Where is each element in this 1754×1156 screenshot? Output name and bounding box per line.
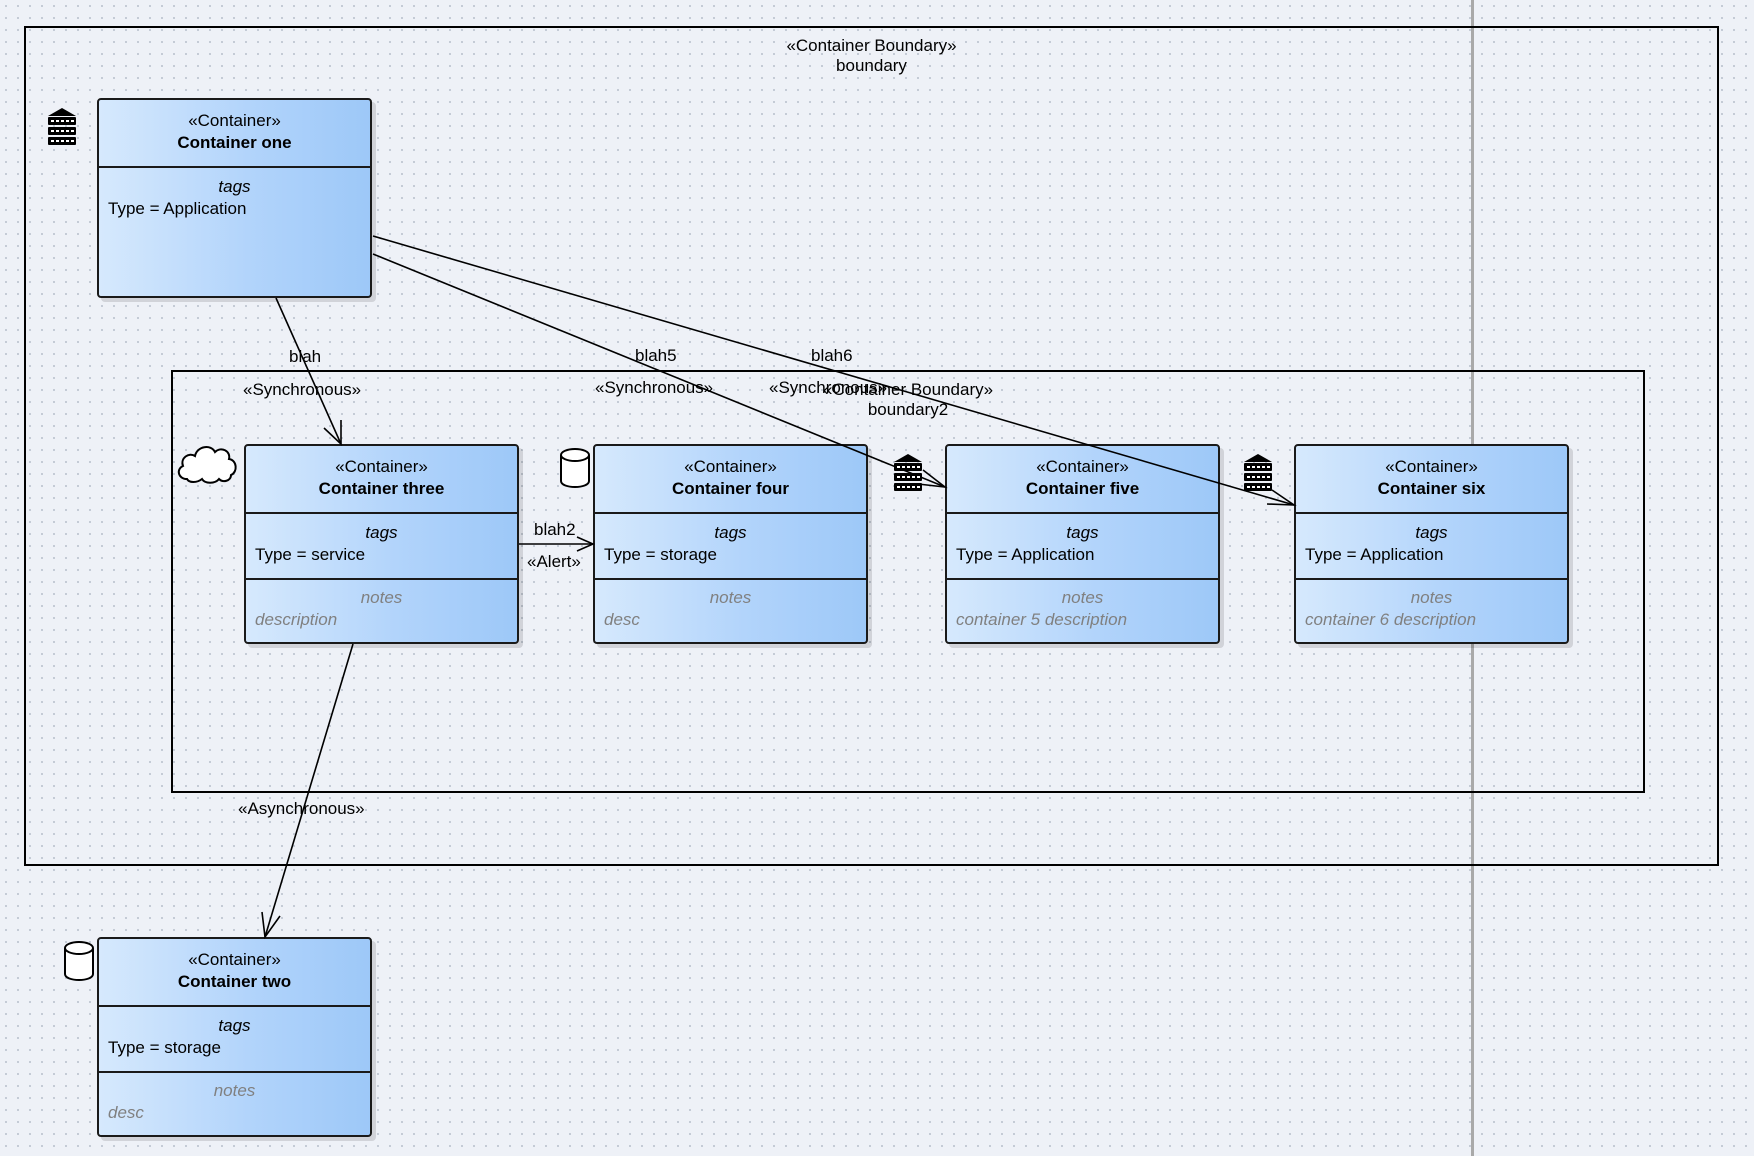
edge-blah2-stereotype: «Alert» bbox=[527, 552, 581, 571]
container-three-tags-title: tags bbox=[365, 523, 398, 542]
edge-blah6-name: blah6 bbox=[811, 346, 853, 365]
edge-async-stereotype: «Asynchronous» bbox=[238, 799, 365, 818]
container-four-tags: tags Type = storage bbox=[595, 514, 866, 578]
container-one-name: Container one bbox=[177, 133, 292, 152]
container-two-stereotype: «Container» bbox=[188, 950, 281, 969]
edge-blah5-name: blah5 bbox=[635, 346, 677, 365]
container-two-type: Type = storage bbox=[108, 1038, 221, 1057]
container-six-type: Type = Application bbox=[1305, 545, 1444, 564]
container-four-notes: notes desc bbox=[595, 578, 866, 631]
edge-blah[interactable] bbox=[275, 297, 342, 446]
outer-boundary-stereotype: «Container Boundary» bbox=[786, 36, 957, 55]
container-five-type: Type = Application bbox=[956, 545, 1095, 564]
container-four-notes-title: notes bbox=[709, 588, 752, 607]
container-three-name: Container three bbox=[318, 479, 445, 498]
container-two-notes-title: notes bbox=[213, 1081, 256, 1100]
container-five-notes-text: container 5 description bbox=[956, 610, 1128, 629]
container-four-name: Container four bbox=[671, 479, 790, 498]
inner-boundary-name: boundary2 bbox=[867, 400, 949, 419]
container-two-header: «Container» Container two bbox=[99, 939, 370, 1007]
container-three-stereotype: «Container» bbox=[335, 457, 428, 476]
container-three-type: Type = service bbox=[255, 545, 366, 564]
edge-blah2[interactable] bbox=[519, 536, 595, 552]
edge-blah6[interactable] bbox=[372, 235, 1297, 506]
container-two-notes-text: desc bbox=[108, 1103, 144, 1122]
container-one-tags: tags Type = Application bbox=[99, 168, 370, 298]
container-one-type: Type = Application bbox=[108, 199, 247, 218]
inner-boundary-stereotype: «Container Boundary» bbox=[822, 380, 994, 399]
container-six-notes-title: notes bbox=[1410, 588, 1453, 607]
edge-blah5-stereotype: «Synchronous» bbox=[595, 378, 714, 397]
outer-boundary-name: boundary bbox=[836, 56, 907, 75]
container-four[interactable]: «Container» Container four tags Type = s… bbox=[593, 444, 868, 644]
container-five[interactable]: «Container» Container five tags Type = A… bbox=[945, 444, 1220, 644]
container-two[interactable]: «Container» Container two tags Type = st… bbox=[97, 937, 372, 1137]
container-four-header: «Container» Container four bbox=[595, 446, 866, 514]
container-three-header: «Container» Container three bbox=[246, 446, 517, 514]
edge-blah-name: blah bbox=[289, 347, 322, 366]
edge-blah-stereotype: «Synchronous» bbox=[243, 380, 362, 399]
container-six-notes-text: container 6 description bbox=[1305, 610, 1477, 629]
edge-blah6-stereotype: «Synchronous» bbox=[769, 378, 888, 397]
container-six-tags: tags Type = Application bbox=[1296, 514, 1567, 578]
container-one[interactable]: «Container» Container one tags Type = Ap… bbox=[97, 98, 372, 298]
container-one-stereotype: «Container» bbox=[188, 111, 281, 130]
container-three-notes-title: notes bbox=[360, 588, 403, 607]
database-icon bbox=[560, 448, 590, 488]
container-one-tags-title: tags bbox=[218, 177, 251, 196]
server-icon bbox=[48, 108, 76, 145]
container-two-notes: notes desc bbox=[99, 1071, 370, 1124]
outer-boundary[interactable]: «Container Boundary» boundary bbox=[24, 26, 1719, 866]
container-five-tags-title: tags bbox=[1066, 523, 1099, 542]
container-three-notes: notes description bbox=[246, 578, 517, 631]
container-four-type: Type = storage bbox=[604, 545, 717, 564]
edge-async[interactable] bbox=[261, 643, 354, 940]
container-six-header: «Container» Container six bbox=[1296, 446, 1567, 514]
container-four-notes-text: desc bbox=[604, 610, 640, 629]
container-one-header: «Container» Container one bbox=[99, 100, 370, 168]
server-icon bbox=[894, 454, 922, 491]
container-six[interactable]: «Container» Container six tags Type = Ap… bbox=[1294, 444, 1569, 644]
container-two-tags-title: tags bbox=[218, 1016, 251, 1035]
container-five-name: Container five bbox=[1025, 479, 1140, 498]
container-three-notes-text: description bbox=[255, 610, 338, 629]
container-five-stereotype: «Container» bbox=[1036, 457, 1129, 476]
container-six-notes: notes container 6 description bbox=[1296, 578, 1567, 631]
container-six-tags-title: tags bbox=[1415, 523, 1448, 542]
container-three[interactable]: «Container» Container three tags Type = … bbox=[244, 444, 519, 644]
container-five-notes-title: notes bbox=[1061, 588, 1104, 607]
container-four-stereotype: «Container» bbox=[684, 457, 777, 476]
inner-boundary[interactable]: «Container Boundary» boundary2 bbox=[171, 370, 1645, 793]
database-icon bbox=[64, 941, 94, 981]
container-six-name: Container six bbox=[1377, 479, 1486, 498]
container-four-tags-title: tags bbox=[714, 523, 747, 542]
server-icon bbox=[1244, 454, 1272, 491]
container-five-header: «Container» Container five bbox=[947, 446, 1218, 514]
outer-boundary-title: «Container Boundary» boundary bbox=[26, 36, 1717, 76]
container-six-stereotype: «Container» bbox=[1385, 457, 1478, 476]
edge-blah2-name: blah2 bbox=[534, 520, 576, 539]
cloud-icon bbox=[177, 446, 237, 484]
container-five-notes: notes container 5 description bbox=[947, 578, 1218, 631]
container-two-tags: tags Type = storage bbox=[99, 1007, 370, 1071]
container-five-tags: tags Type = Application bbox=[947, 514, 1218, 578]
inner-boundary-title: «Container Boundary» boundary2 bbox=[173, 380, 1643, 420]
container-three-tags: tags Type = service bbox=[246, 514, 517, 578]
edge-blah5[interactable] bbox=[372, 253, 948, 489]
container-two-name: Container two bbox=[177, 972, 292, 991]
